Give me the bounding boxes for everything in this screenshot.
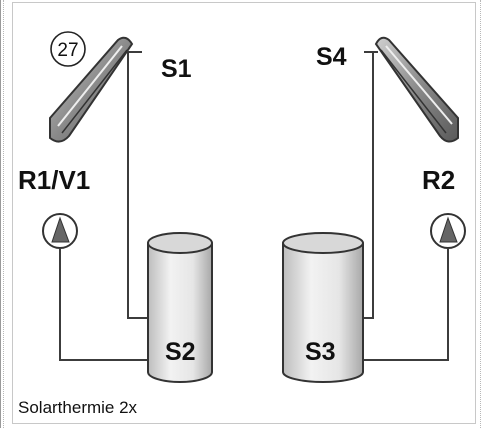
label-r1v1: R1/V1	[18, 165, 90, 195]
left-divider	[0, 0, 4, 428]
label-r2: R2	[422, 165, 455, 195]
diagram-number-badge: 27	[50, 31, 86, 67]
label-s2: S2	[165, 338, 196, 366]
pump-right-icon	[430, 213, 466, 265]
solar-collector-right-icon	[364, 36, 459, 143]
pump-left-icon	[42, 213, 78, 265]
storage-tank-left-icon	[147, 232, 213, 383]
label-s3: S3	[305, 338, 336, 366]
storage-tank-right-icon	[282, 232, 364, 383]
right-divider	[480, 0, 486, 428]
label-s1: S1	[161, 55, 192, 83]
label-s4: S4	[316, 43, 347, 71]
diagram-caption: Solarthermie 2x	[18, 398, 138, 417]
solar-collector-left-icon	[49, 36, 142, 143]
badge-number: 27	[57, 40, 78, 61]
left-pipes	[59, 52, 148, 361]
right-pipes	[362, 52, 449, 361]
